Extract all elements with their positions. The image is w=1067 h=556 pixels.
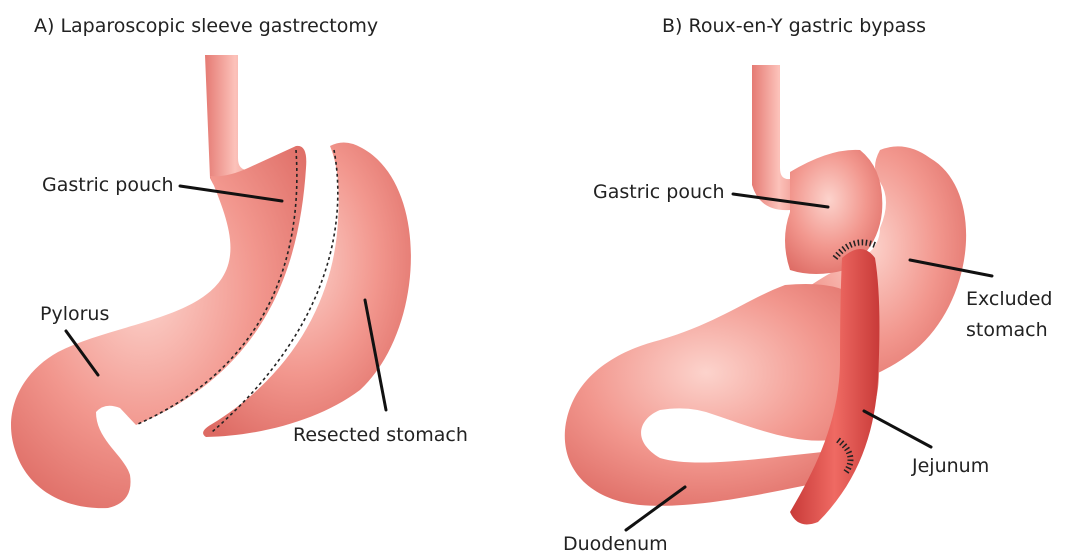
label-duodenum: Duodenum [563, 533, 668, 555]
panel-a-title: A) Laparoscopic sleeve gastrectomy [34, 15, 378, 37]
label-resected-stomach: Resected stomach [293, 424, 468, 446]
panel-b-title: B) Roux-en-Y gastric bypass [662, 15, 926, 37]
panel-a: A) Laparoscopic sleeve gastrectomy Gastr… [11, 15, 468, 508]
label-pylorus: Pylorus [40, 303, 109, 325]
leader-jejunum [864, 411, 931, 447]
label-jejunum: Jejunum [911, 455, 989, 477]
label-excluded-stomach-line2: stomach [966, 319, 1048, 341]
label-gastric-pouch-a: Gastric pouch [42, 174, 174, 196]
sleeve-stomach [11, 146, 306, 508]
panel-b: B) Roux-en-Y gastric bypass Gastric pouc… [563, 15, 1053, 555]
label-excluded-stomach-line1: Excluded [966, 288, 1053, 310]
label-gastric-pouch-b: Gastric pouch [593, 181, 725, 203]
